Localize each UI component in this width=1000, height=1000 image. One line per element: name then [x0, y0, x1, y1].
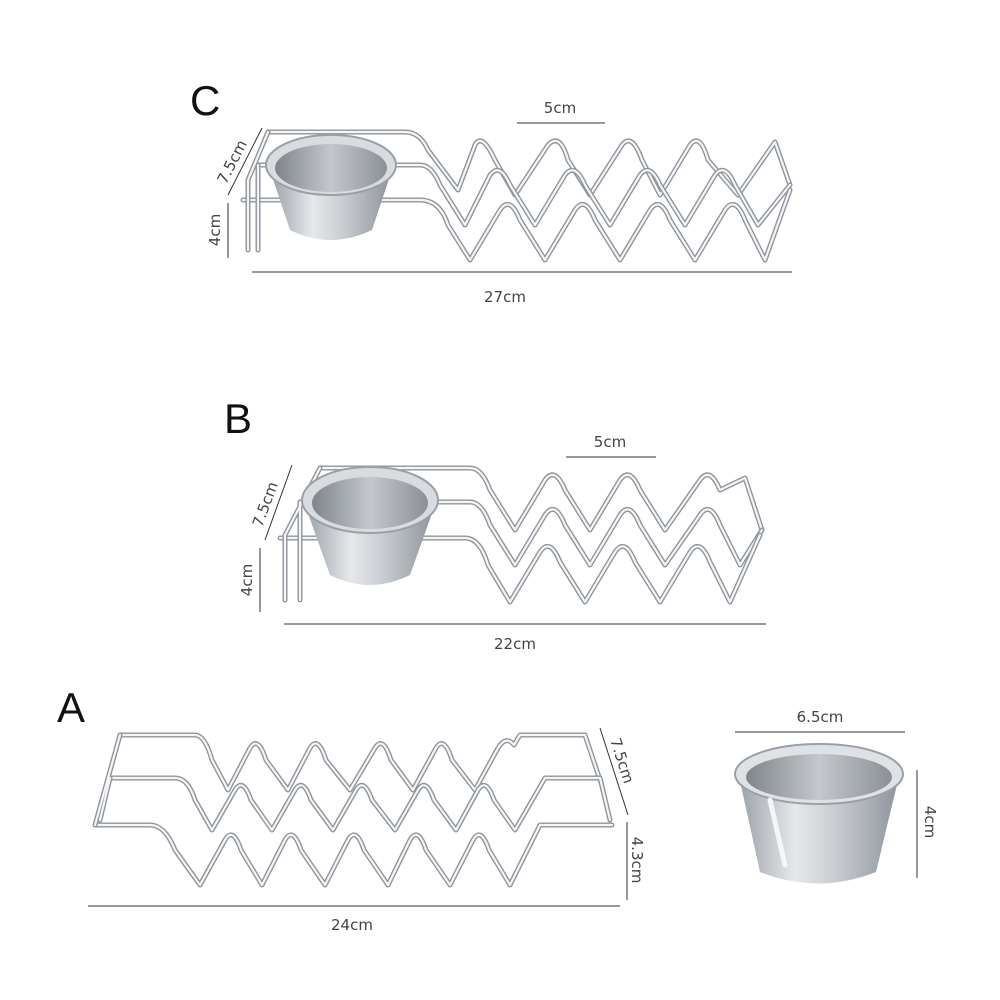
cup-diameter-label: 6.5cm: [797, 708, 844, 726]
b-height-bottom-label: 4cm: [238, 564, 256, 596]
sauce-cup: [734, 743, 904, 884]
a-height-bottom-label: 4.3cm: [628, 837, 646, 884]
b-height-top-label: 7.5cm: [249, 479, 282, 529]
variant-b-label: B: [224, 395, 252, 442]
c-height-bottom-label: 4cm: [206, 214, 224, 246]
variant-c-label: C: [190, 77, 220, 124]
variant-a-group: A 7.5cm 4.3cm 24cm: [57, 684, 646, 934]
b-length-label: 22cm: [494, 635, 536, 653]
c-length-label: 27cm: [484, 288, 526, 306]
variant-a-rack: [92, 732, 615, 888]
c-wave-pitch-label: 5cm: [544, 99, 576, 117]
variant-c-cup: [265, 134, 397, 240]
variant-b-cup: [301, 466, 439, 585]
a-length-label: 24cm: [331, 916, 373, 934]
sauce-cup-group: 6.5cm 4cm: [734, 708, 939, 884]
variant-b-group: B 7.5cm 4cm 22cm 5cm: [224, 395, 766, 653]
sauce-cup-dimensions: 6.5cm 4cm: [735, 708, 939, 878]
variant-b-rack: [277, 465, 765, 605]
variant-c-dimensions: 7.5cm 4cm 27cm 5cm: [206, 99, 792, 306]
cup-height-label: 4cm: [921, 806, 939, 838]
variant-c-rack: [240, 129, 793, 263]
b-wave-pitch-label: 5cm: [594, 433, 626, 451]
variant-a-label: A: [57, 684, 85, 731]
variant-c-group: C 7.5cm 4cm 27cm 5cm: [190, 77, 793, 306]
